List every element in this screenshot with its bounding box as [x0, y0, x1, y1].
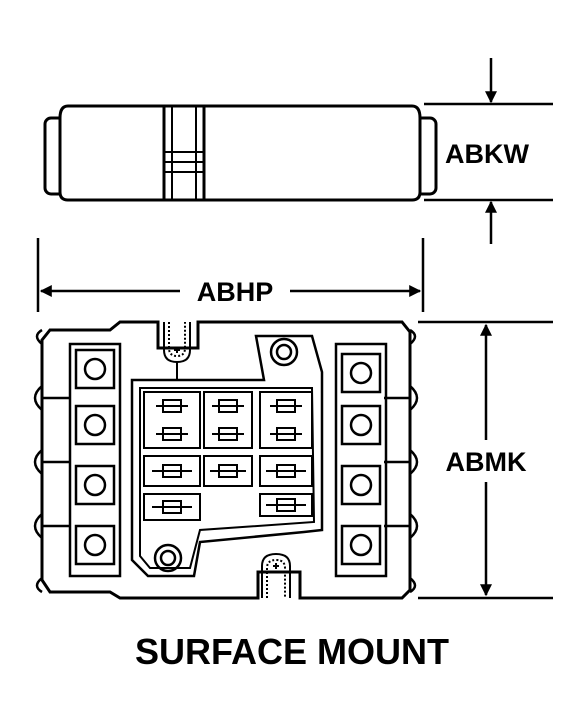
left-terminal-fins — [33, 328, 70, 594]
dimension-label-abkw: ABKW — [445, 139, 529, 169]
positive-connector-bottom — [261, 552, 291, 598]
block-body — [40, 320, 412, 600]
right-terminal-screws — [340, 352, 382, 566]
screw-icon — [349, 413, 373, 437]
fuse-panel — [130, 334, 324, 578]
side-view — [43, 104, 438, 202]
left-terminal-strip — [68, 342, 122, 578]
screw-icon — [83, 357, 107, 381]
right-terminal-fins — [384, 328, 419, 594]
dimension-abmk — [418, 320, 553, 600]
mounting-hole-top — [269, 337, 299, 367]
fuse-column-3 — [259, 391, 313, 517]
right-terminal-strip — [334, 342, 388, 578]
dimension-abhp — [36, 238, 425, 312]
side-view-body — [58, 104, 422, 202]
screw-icon — [83, 533, 107, 557]
screw-icon — [349, 473, 373, 497]
top-view — [33, 320, 419, 600]
fuse-column-1 — [143, 391, 201, 521]
diagram-caption: SURFACE MOUNT — [135, 631, 449, 672]
left-terminal-screws — [74, 348, 116, 566]
screw-icon — [83, 473, 107, 497]
screw-icon — [83, 413, 107, 437]
screw-icon — [349, 533, 373, 557]
dimension-label-abhp: ABHP — [197, 277, 274, 307]
mounting-hole-bottom — [153, 543, 183, 573]
dimension-abkw — [424, 58, 553, 244]
screw-icon — [349, 361, 373, 385]
positive-connector-top — [163, 322, 191, 380]
fuse-column-2 — [203, 391, 253, 487]
dimension-label-abmk: ABMK — [446, 447, 527, 477]
